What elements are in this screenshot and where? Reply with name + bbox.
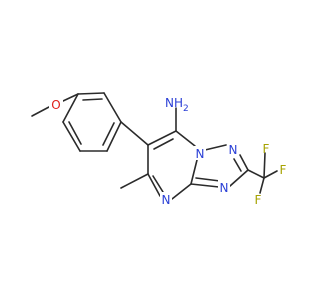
triazole-right-nitrogen-label: N [220, 181, 229, 195]
benzene-bond-2 [103, 92, 122, 123]
molecule-svg: O NH2 N N N N F F F [0, 0, 300, 300]
background [0, 0, 300, 300]
pyrimidine-bond-c6-c7 [147, 130, 177, 146]
benzene-bond-3 [106, 121, 122, 152]
benzene-double-3 [68, 121, 82, 145]
pyrimidine-bond-n8-c8a [190, 159, 198, 185]
ring-methyl-bond [120, 173, 149, 189]
benzene-bond-1 [77, 92, 105, 95]
triazole-double-2 [195, 177, 221, 182]
triazole-bond-n2-c3 [239, 154, 249, 171]
benzene-double-1 [82, 98, 103, 101]
benzene-bond-6 [62, 93, 79, 123]
benzene-bond-5 [62, 121, 81, 152]
fluorine-bottom-label: F [255, 193, 262, 207]
atom-labels: O NH2 N N N N F F F [49, 96, 287, 207]
fluorine-top-label: F [263, 142, 270, 156]
fluorine-right-label: F [280, 163, 287, 177]
methoxy-o-ring-bond [62, 93, 79, 102]
pyrimidine-bond-c8a-n4 [171, 183, 192, 200]
triazole-bond-n4-c8a [190, 183, 220, 188]
methoxy-methyl-bond [31, 106, 50, 117]
bonds [31, 92, 278, 200]
triazole-double-1 [233, 158, 242, 172]
cf-bond-top [263, 152, 266, 179]
triazole-bond-n1-n2 [204, 144, 227, 151]
bridge-nitrogen-label: N [196, 147, 205, 161]
pyrimidine-bond-n4-c5 [147, 173, 161, 197]
pyrimidine-double-2 [152, 175, 164, 193]
triazole-bond-c3-n4 [229, 169, 249, 187]
pyrimidine-double-1 [153, 138, 174, 150]
triazole-top-nitrogen-label: N [229, 143, 238, 157]
cf3-link-bond [247, 169, 265, 179]
cf-bond-bottom [259, 177, 265, 194]
molecule-structure: O NH2 N N N N F F F [0, 0, 300, 300]
oxygen-label: O [51, 98, 60, 112]
benzene-double-2 [102, 122, 115, 146]
cf-bond-right [263, 170, 278, 179]
pyrimidine-nitrogen-label: N [162, 193, 171, 207]
amine-label: NH2 [165, 96, 189, 114]
aryl-link-bond [120, 121, 149, 146]
pyrimidine-bond-c7-n8 [175, 130, 196, 147]
